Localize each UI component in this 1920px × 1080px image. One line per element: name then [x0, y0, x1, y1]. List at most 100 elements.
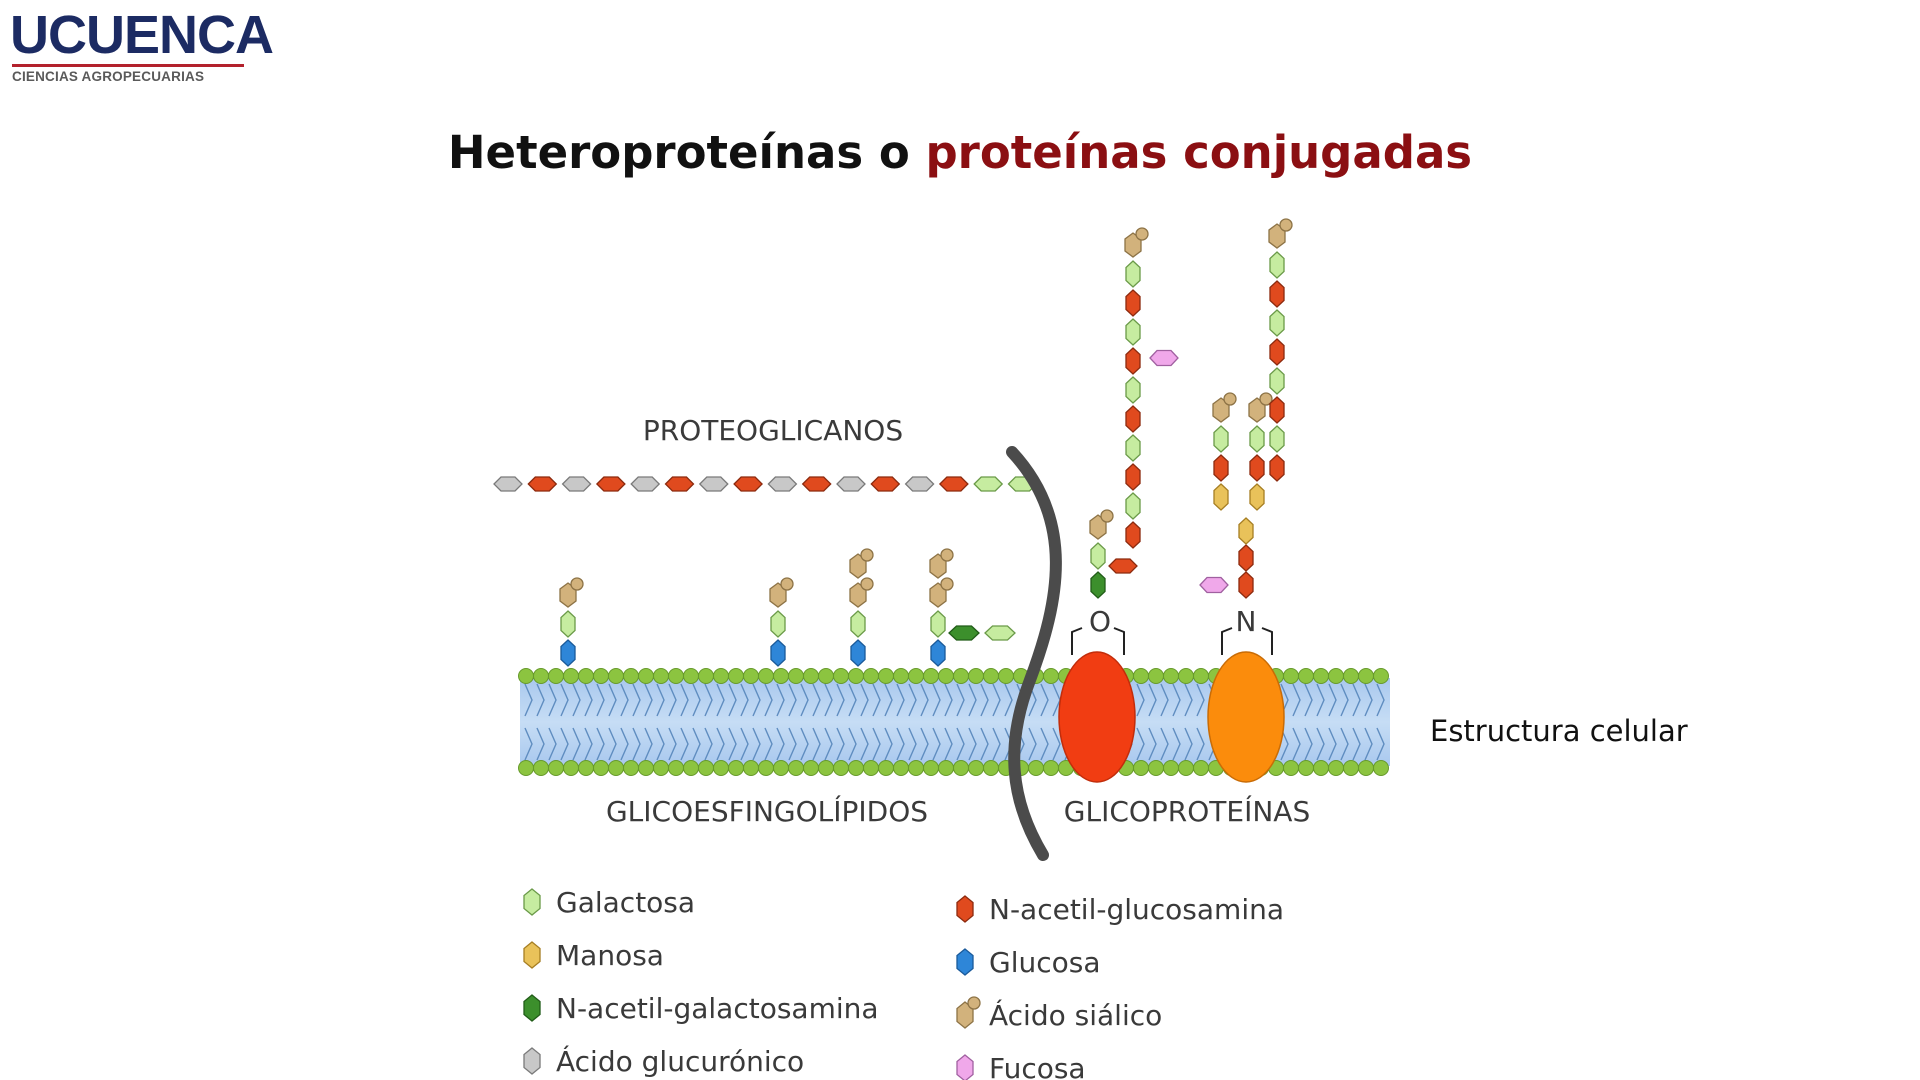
- acido-sialico-tail: [1223, 392, 1237, 406]
- acido-sialico-tail: [940, 577, 954, 591]
- lipid-tail: [1364, 683, 1373, 717]
- lipid-tail: [680, 727, 689, 761]
- lipid-head: [1358, 760, 1374, 776]
- acido-glucuronico-unit: [493, 476, 523, 492]
- acido-sialico-tail: [570, 577, 584, 591]
- acido-glucuronico-unit: [630, 476, 661, 492]
- lipid-head: [1163, 668, 1179, 684]
- lipid-head: [953, 760, 969, 776]
- legend-label: N-acetil-glucosamina: [989, 893, 1284, 926]
- lipid-head: [1343, 760, 1359, 776]
- lipid-tail: [524, 727, 533, 761]
- lipid-head: [578, 760, 594, 776]
- lipid-tail: [704, 683, 713, 717]
- lipid-tail: [752, 727, 761, 761]
- lipid-head: [758, 760, 774, 776]
- acido-sialico-tail: [860, 548, 874, 562]
- acido-sialico-tail: [1279, 218, 1293, 232]
- lipid-head: [728, 668, 744, 684]
- acido-glucuronico-unit: [767, 476, 798, 492]
- n-acetil-glucosamina-unit: [1269, 280, 1285, 308]
- lipid-tail: [716, 683, 725, 717]
- legend-item: N-acetil-glucosamina: [956, 893, 1284, 926]
- lipid-head: [923, 668, 939, 684]
- membrane-proteins: [1058, 651, 1285, 783]
- n-acetil-galactosamina-unit: [948, 625, 980, 641]
- ucuenca-logo: UCUENCA CIENCIAS AGROPECUARIAS: [10, 4, 274, 84]
- n-acetil-glucosamina-unit: [527, 476, 558, 492]
- lipid-head: [668, 760, 684, 776]
- lipid-tail: [728, 683, 737, 717]
- lipid-tail: [956, 683, 965, 717]
- lipid-head: [773, 760, 789, 776]
- lipid-tail: [836, 727, 845, 761]
- lipid-tail: [944, 727, 953, 761]
- galactosa-unit: [1269, 309, 1285, 337]
- lipid-tail: [608, 727, 617, 761]
- galactosa-unit: [1213, 425, 1229, 453]
- lipid-tail: [944, 683, 953, 717]
- lipid-head: [563, 760, 579, 776]
- lipid-head: [1358, 668, 1374, 684]
- n-acetil-glucosamina-unit: [1269, 454, 1285, 482]
- lipid-head: [1283, 760, 1299, 776]
- n-acetil-glucosamina-unit: [801, 476, 832, 492]
- lipid-tail: [584, 727, 593, 761]
- lipid-tail: [1172, 683, 1181, 717]
- lipid-head: [698, 668, 714, 684]
- lipid-tail: [980, 727, 989, 761]
- glycoprotein-n-linked: [1207, 651, 1285, 783]
- glucosa-unit: [770, 639, 786, 667]
- n-acetil-galactosamina-icon: [523, 994, 541, 1022]
- acido-glucuronico-unit: [904, 476, 935, 492]
- lipid-tail: [1172, 727, 1181, 761]
- lipid-head: [653, 760, 669, 776]
- lipid-tail: [860, 683, 869, 717]
- legend-item: Manosa: [523, 939, 664, 972]
- galactosa-unit: [930, 610, 946, 638]
- label-glicoproteinas: GLICOPROTEÍNAS: [1064, 794, 1310, 828]
- lipid-tail: [620, 727, 629, 761]
- lipid-tail: [1184, 683, 1193, 717]
- title-accent: proteínas conjugadas: [925, 126, 1473, 179]
- fucosa-unit: [1199, 576, 1229, 594]
- lipid-head: [728, 760, 744, 776]
- lipid-tail: [980, 683, 989, 717]
- lipid-head: [608, 760, 624, 776]
- n-acetil-glucosamina-unit: [664, 476, 695, 492]
- lipid-tail: [632, 683, 641, 717]
- lipid-tail: [620, 683, 629, 717]
- lipid-head: [548, 668, 564, 684]
- lipid-head: [938, 668, 954, 684]
- lipid-head: [788, 668, 804, 684]
- lipid-tail: [872, 727, 881, 761]
- label-proteoglicanos: PROTEOGLICANOS: [643, 414, 903, 447]
- lipid-head: [968, 760, 984, 776]
- lipid-tail: [728, 727, 737, 761]
- lipid-head: [893, 668, 909, 684]
- lipid-tail: [1148, 727, 1157, 761]
- lipid-tail: [548, 727, 557, 761]
- fucosa-icon: [956, 1054, 974, 1080]
- lipid-head: [563, 668, 579, 684]
- n-acetil-glucosamina-unit: [595, 476, 626, 492]
- lipid-tail: [536, 727, 545, 761]
- legend-label: Ácido glucurónico: [556, 1044, 804, 1078]
- galactosa-unit: [1125, 318, 1141, 346]
- galactosa-unit: [1269, 367, 1285, 395]
- n-acetil-glucosamina-unit: [1108, 558, 1138, 574]
- lipid-tail: [812, 727, 821, 761]
- lipid-tail: [1028, 727, 1037, 761]
- lipid-tail: [824, 727, 833, 761]
- lipid-tail: [848, 683, 857, 717]
- n-acetil-glucosamina-unit: [1249, 454, 1265, 482]
- n-acetil-glucosamina-unit: [1238, 571, 1254, 599]
- n-acetil-galactosamina-unit: [1090, 571, 1106, 599]
- glucosa-unit: [850, 639, 866, 667]
- lipid-tail: [908, 727, 917, 761]
- lipid-tail: [560, 683, 569, 717]
- acido-sialico-tail: [1259, 392, 1273, 406]
- lipid-tail: [836, 683, 845, 717]
- lipid-tail: [596, 727, 605, 761]
- lipid-tail: [1316, 683, 1325, 717]
